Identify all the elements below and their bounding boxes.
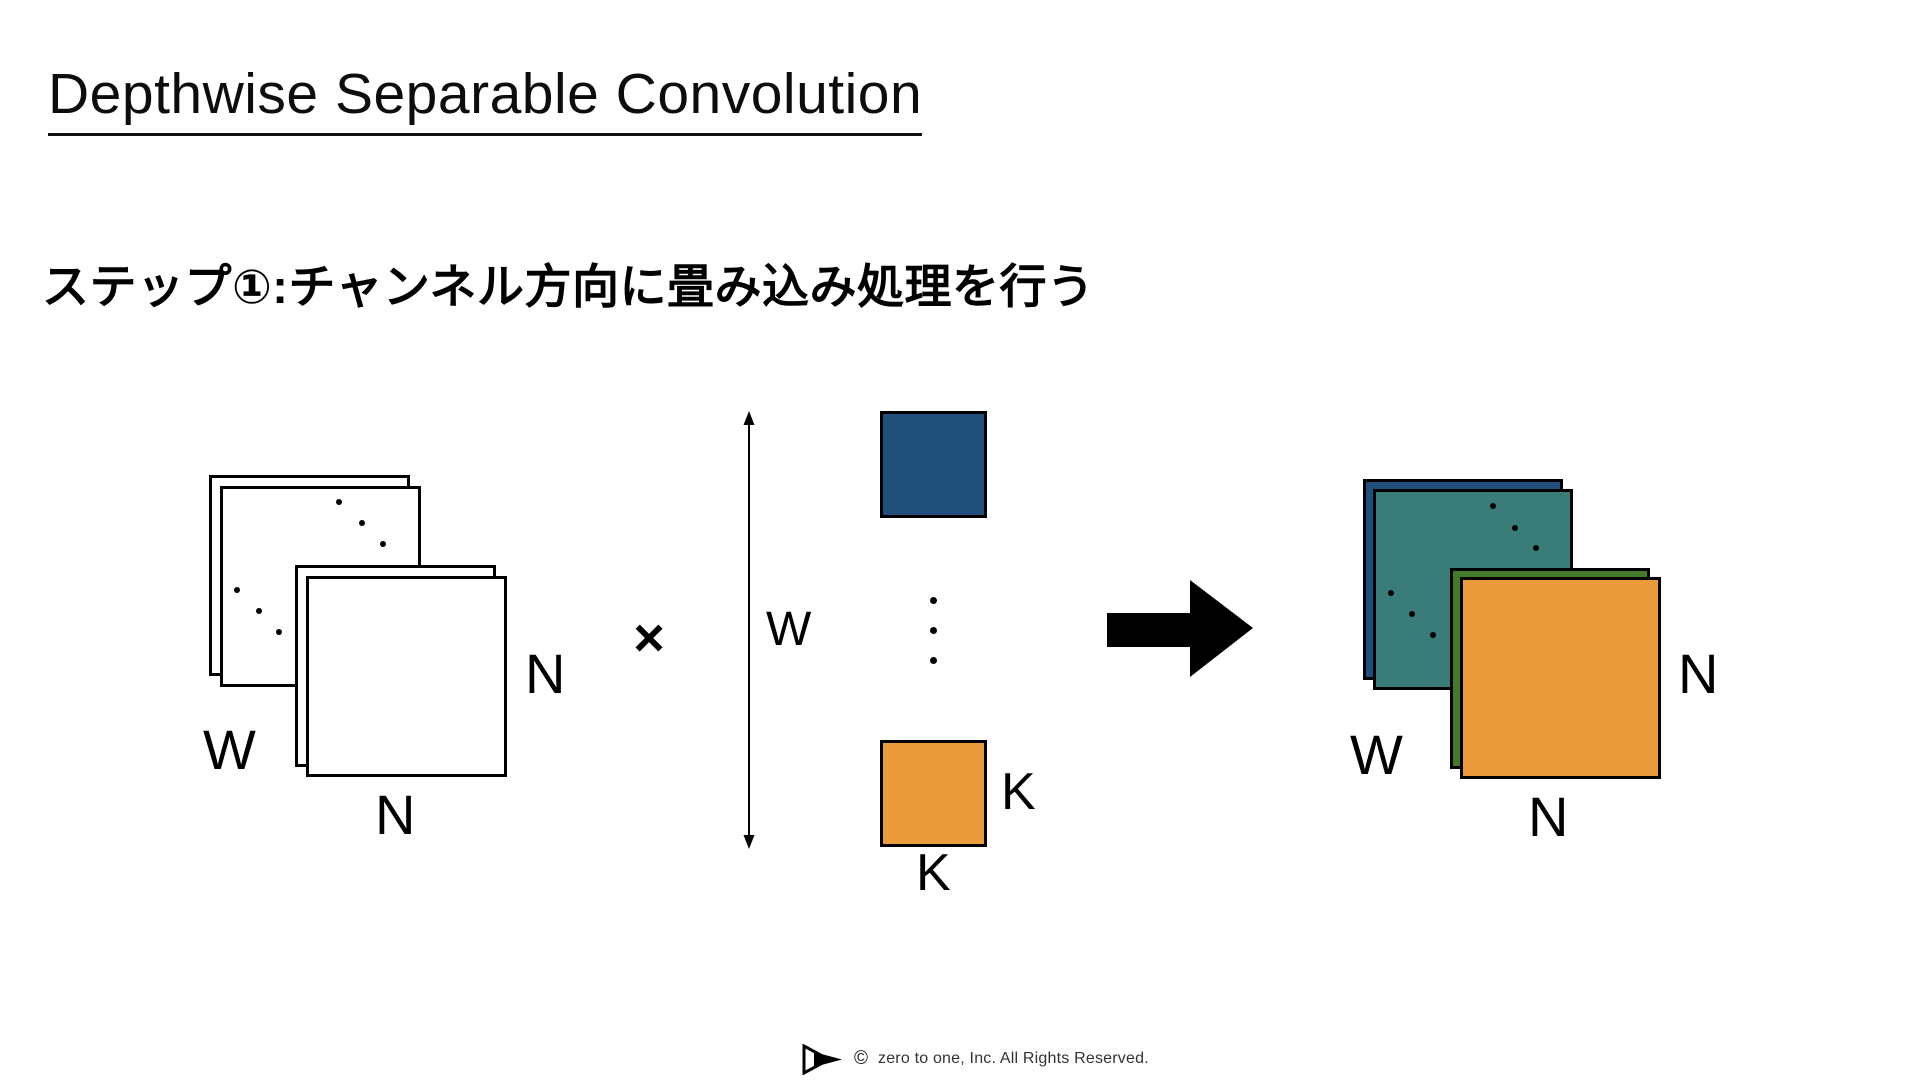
ellipsis-dot: [380, 541, 386, 547]
page-title: Depthwise Separable Convolution: [48, 62, 923, 136]
copyright-text: zero to one, Inc. All Rights Reserved.: [878, 1050, 1149, 1067]
output-depth-label: W: [1350, 723, 1403, 786]
step-heading: ステップ①:チャンネル方向に畳み込み処理を行う: [42, 260, 1095, 313]
ellipsis-dot: [336, 499, 342, 505]
multiply-sign: ×: [633, 608, 665, 668]
ellipsis-dot: [256, 608, 262, 614]
input-bottom-label: N: [375, 783, 416, 846]
ellipsis-dot: [1533, 545, 1539, 551]
input-depth-label: W: [203, 718, 256, 781]
kernel-square-top: [880, 411, 987, 518]
ellipsis-dot: [1430, 632, 1436, 638]
output-side-label: N: [1678, 642, 1719, 705]
ellipsis-dot: [930, 627, 937, 634]
ellipsis-dot: [359, 520, 365, 526]
kernel-bottom-label: K: [916, 844, 951, 902]
kernel-span-label: W: [766, 603, 812, 656]
ellipsis-dot: [1512, 525, 1518, 531]
ellipsis-dot: [1490, 503, 1496, 509]
ellipsis-dot: [1409, 611, 1415, 617]
footer: © zero to one, Inc. All Rights Reserved.: [802, 1042, 1149, 1076]
right-arrow-icon: [1107, 580, 1253, 677]
ellipsis-dot: [930, 657, 937, 664]
input-side-label: N: [525, 642, 566, 705]
output-bottom-label: N: [1528, 785, 1569, 848]
output-map-orange: [1460, 577, 1661, 779]
ellipsis-dot: [276, 629, 282, 635]
vertical-span-arrow-icon: [743, 411, 755, 849]
input-map-front-2: [306, 576, 507, 777]
play-logo-icon: [802, 1043, 842, 1075]
copyright-symbol: ©: [854, 1048, 868, 1069]
ellipsis-dot: [234, 587, 240, 593]
kernel-square-bottom: [880, 740, 987, 847]
kernel-side-label: K: [1001, 763, 1036, 821]
ellipsis-dot: [930, 597, 937, 604]
ellipsis-dot: [1388, 590, 1394, 596]
